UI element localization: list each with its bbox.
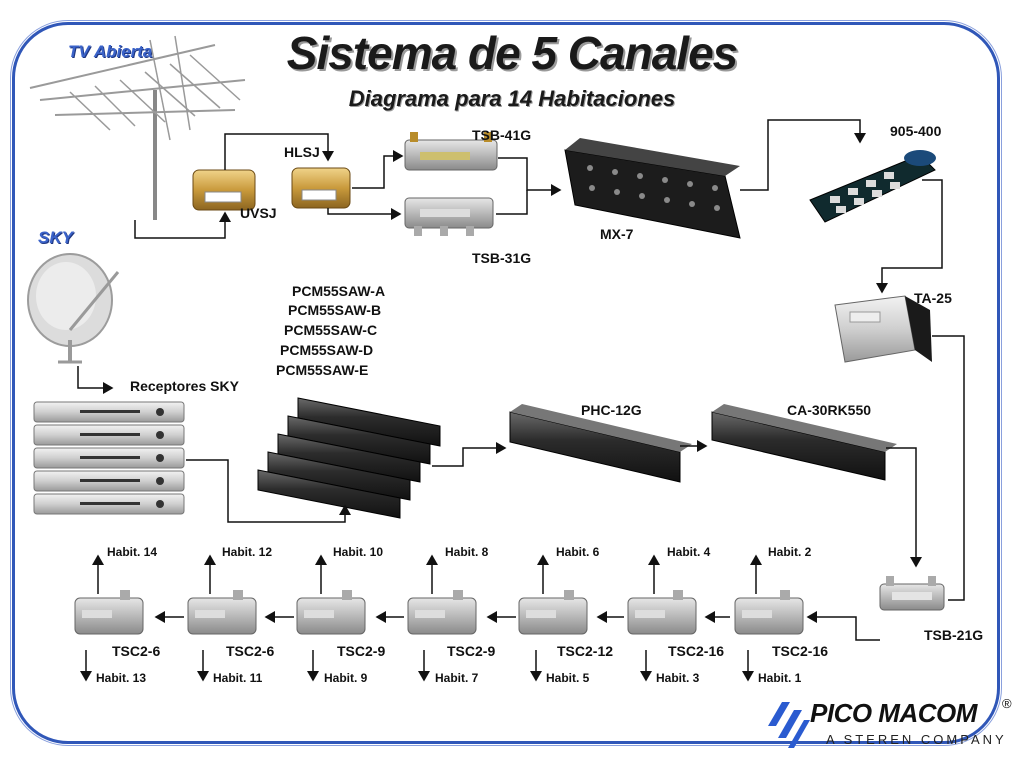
uvsj-label: UVSJ [240, 205, 277, 221]
mx7-image [564, 138, 741, 239]
tap-image-5 [518, 590, 588, 635]
tap-image-3 [296, 590, 366, 635]
tap-3-model: TSC2-9 [337, 643, 386, 659]
hlsj-image [291, 167, 351, 209]
tap-4-bottom-room: Habit. 7 [435, 671, 479, 685]
tv-abierta-label: TV Abierta [68, 42, 153, 61]
ta25-label: TA-25 [914, 290, 952, 306]
905-400-label: 905-400 [890, 123, 942, 139]
slide-border [12, 22, 1000, 744]
page-subtitle: Diagrama para 14 Habitaciones [348, 86, 676, 111]
modulator-label-a: PCM55SAW-A [292, 283, 386, 299]
modulator-label-e: PCM55SAW-E [276, 362, 369, 378]
logo-registered: ® [1002, 696, 1012, 711]
tap-5-model: TSC2-12 [557, 643, 614, 659]
tap-6-model: TSC2-16 [668, 643, 725, 659]
tap-image-7 [734, 590, 804, 635]
modulator-label-c: PCM55SAW-C [284, 322, 378, 338]
ta25-image [834, 295, 932, 363]
logo-brand: PICO MACOM [810, 698, 977, 728]
ca30rk550-image [711, 404, 897, 481]
connection-lines [77, 119, 965, 682]
tap-image-4 [407, 590, 477, 635]
tap-2-model: TSC2-6 [226, 643, 275, 659]
pico-macom-logo-mark [768, 702, 810, 748]
sky-dish-image [27, 253, 120, 364]
tap-4-model: TSC2-9 [447, 643, 496, 659]
tap-5-top-room: Habit. 6 [556, 545, 600, 559]
tap-3-top-room: Habit. 10 [333, 545, 384, 559]
uvsj-image [192, 169, 256, 211]
tap-image-6 [627, 590, 697, 635]
tsb41g-image [404, 132, 498, 171]
tap-1-model: TSC2-6 [112, 643, 161, 659]
tap-5-bottom-room: Habit. 5 [546, 671, 590, 685]
page-title: Sistema de 5 Canales [286, 27, 738, 79]
tap-3-bottom-room: Habit. 9 [324, 671, 368, 685]
sky-receivers-image [33, 401, 185, 515]
tap-6-top-room: Habit. 4 [667, 545, 711, 559]
pico-macom-logo: PICO MACOM ® A STEREN COMPANY [762, 694, 1020, 754]
tap-2-bottom-room: Habit. 11 [213, 671, 263, 685]
tap-1-bottom-room: Habit. 13 [96, 671, 147, 685]
tsb31g-image [404, 197, 494, 236]
tap-7-bottom-room: Habit. 1 [758, 671, 802, 685]
tsb41g-label: TSB-41G [472, 127, 532, 143]
tsb31g-label: TSB-31G [472, 250, 532, 266]
modulator-label-d: PCM55SAW-D [280, 342, 374, 358]
tap-1-top-room: Habit. 14 [107, 545, 158, 559]
slide-border-outer [10, 20, 1002, 746]
pcm55saw-stack-image [257, 397, 441, 519]
tsb21g-label: TSB-21G [924, 627, 984, 643]
phc12g-label: PHC-12G [581, 402, 642, 418]
tap-image-2 [187, 590, 257, 635]
tap-7-model: TSC2-16 [772, 643, 829, 659]
ca30rk550-label: CA-30RK550 [787, 402, 872, 418]
tap-image-1 [74, 590, 144, 635]
phc12g-image [509, 404, 692, 483]
logo-tagline: A STEREN COMPANY [826, 732, 1007, 747]
tsb21g-image [879, 576, 945, 611]
905-400-image [809, 150, 936, 223]
tap-7-top-room: Habit. 2 [768, 545, 812, 559]
hlsj-label: HLSJ [284, 144, 320, 160]
receptores-sky-label: Receptores SKY [130, 378, 239, 394]
tap-4-top-room: Habit. 8 [445, 545, 489, 559]
sky-label: SKY [38, 228, 73, 247]
mx7-label: MX-7 [600, 226, 634, 242]
tap-6-bottom-room: Habit. 3 [656, 671, 700, 685]
tap-2-top-room: Habit. 12 [222, 545, 273, 559]
modulator-label-b: PCM55SAW-B [288, 302, 382, 318]
tv-antenna-image [29, 35, 246, 220]
